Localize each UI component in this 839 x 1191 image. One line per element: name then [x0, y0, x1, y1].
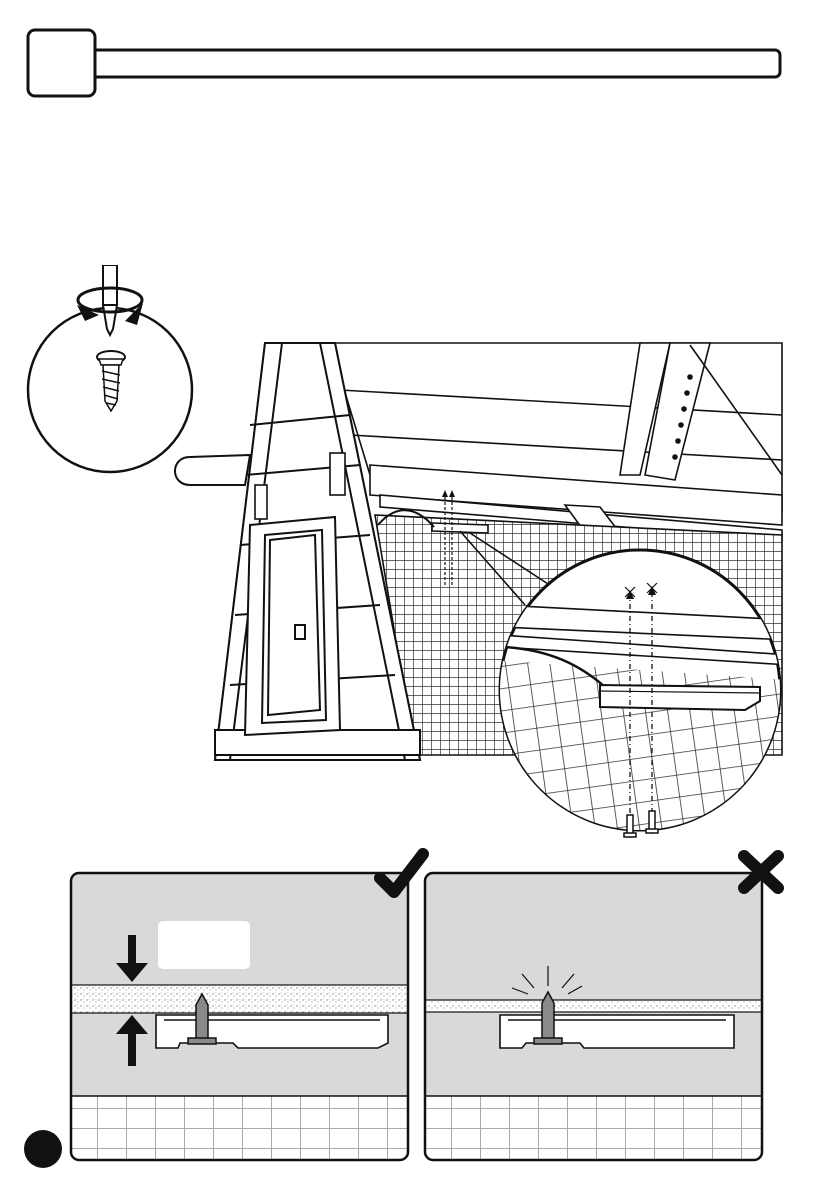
- step-header: [0, 0, 839, 110]
- incorrect-installation-panel: [422, 848, 787, 1166]
- detail-zoom: [490, 550, 790, 855]
- step-number-box: [28, 30, 95, 96]
- hinge: [255, 485, 267, 519]
- step-title-bar: [86, 50, 780, 77]
- automatic-door: [245, 517, 340, 735]
- carry-handle: [175, 455, 250, 485]
- sensor-module-detail: [600, 685, 760, 710]
- assembly-illustration: [170, 335, 790, 865]
- correct-installation-panel: [68, 848, 433, 1166]
- note-label-box: [158, 921, 250, 969]
- hinge: [330, 453, 345, 495]
- page-number-badge: [22, 1128, 66, 1172]
